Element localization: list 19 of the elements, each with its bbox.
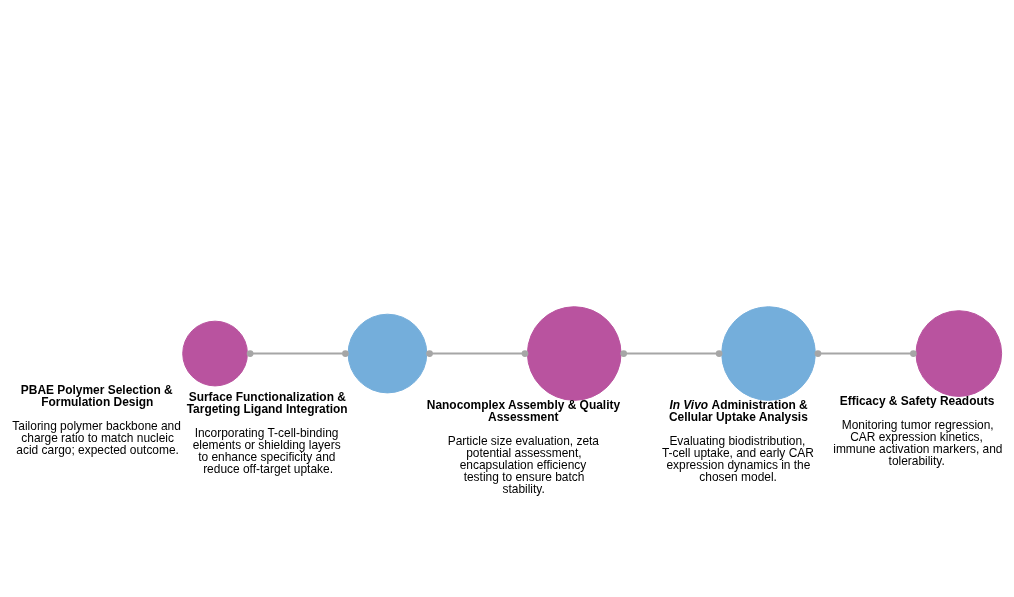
node-label: In Vivo Administration & Cellular Uptake Analysis — [668, 397, 808, 424]
node-circle — [526, 305, 622, 401]
node-label: Nanocomplex Assembly & Quality Assessment — [426, 397, 621, 424]
node-label: Tailoring polymer backbone and charge ratio to match nucleic acid cargo; expected outcome. — [12, 418, 181, 457]
node-circle — [915, 309, 1003, 397]
connector — [620, 349, 723, 357]
node-label: Incorporating T-cell-binding elements or shielding layers to enhance specificity and reduce off-target uptake. — [192, 425, 341, 476]
connector — [246, 349, 349, 357]
node-label: PBAE Polymer Selection & Formulation Design — [20, 382, 173, 409]
node-label: Evaluating biodistribution, T-cell uptake, and early CAR expression dynamics in the chosen model. — [661, 433, 814, 484]
node-circle — [721, 305, 816, 401]
node-circle — [182, 320, 248, 386]
node-label: Monitoring tumor regression, CAR expression kinetics, immune activation markers, and tolerability. — [833, 417, 1003, 468]
node-label: Surface Functionalization & Targeting Ligand Integration — [186, 389, 348, 416]
node-label: Particle size evaluation, zeta potential assessment, encapsulation efficiency testing to ensure batch stability. — [447, 433, 600, 496]
node-label: Efficacy & Safety Readouts — [839, 393, 995, 408]
node-circle — [347, 313, 428, 393]
connector — [426, 349, 529, 357]
connector — [814, 349, 917, 357]
